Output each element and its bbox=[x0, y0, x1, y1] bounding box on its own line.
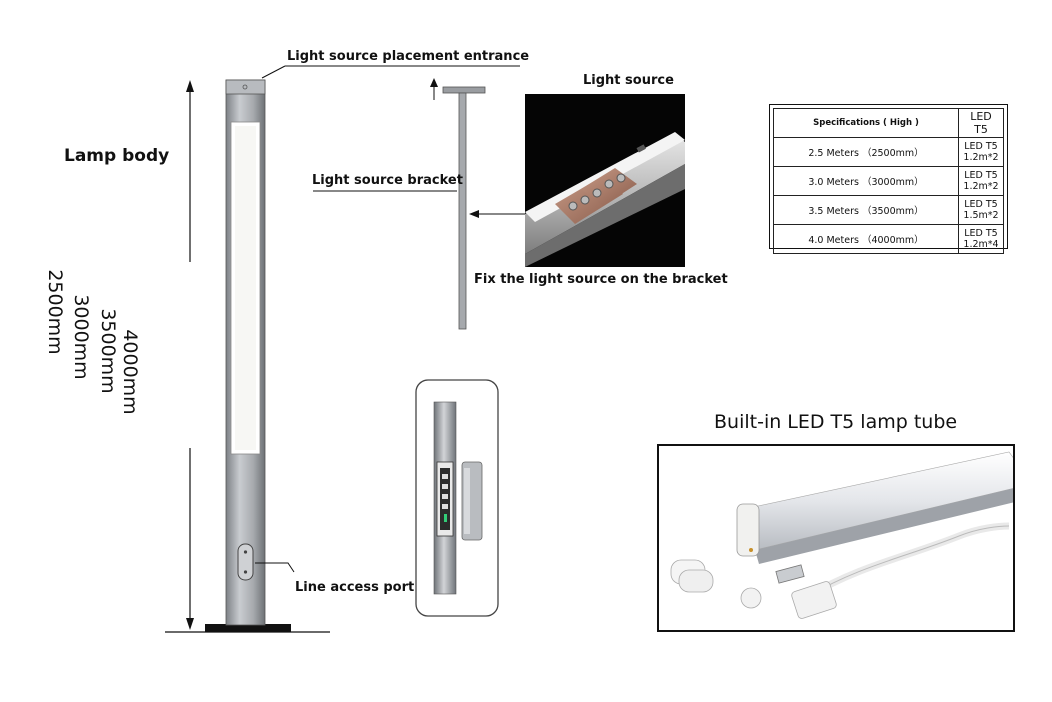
height-label: 3000mm bbox=[70, 294, 92, 380]
spec-cell-tube: LED T5 1.2m*2 bbox=[958, 137, 1004, 167]
spec-cell-tube: LED T5 1.2m*2 bbox=[958, 166, 1004, 196]
table-row: 2.5 Meters （2500mm） LED T5 1.2m*2 bbox=[773, 137, 1004, 167]
spec-cell-tube: LED T5 1.2m*4 bbox=[958, 224, 1004, 254]
table-row: 3.5 Meters （3500mm） LED T5 1.5m*2 bbox=[773, 195, 1004, 225]
light-source-bracket bbox=[442, 86, 486, 330]
height-label: 4000mm bbox=[119, 329, 141, 415]
height-label: 2500mm bbox=[44, 269, 66, 355]
spec-cell-height: 3.5 Meters （3500mm） bbox=[773, 195, 959, 225]
spec-cell-tube: LED T5 1.5m*2 bbox=[958, 195, 1004, 225]
lamp-pole bbox=[205, 79, 291, 632]
port-detail-frame bbox=[415, 379, 499, 617]
label-light-source: Light source bbox=[583, 73, 674, 88]
label-builtin-tube: Built-in LED T5 lamp tube bbox=[714, 411, 958, 433]
port-detail-image bbox=[433, 401, 483, 595]
table-row: 3.0 Meters （3000mm） LED T5 1.2m*2 bbox=[773, 166, 1004, 196]
t5-tube-photo bbox=[657, 444, 1015, 632]
light-source-photo bbox=[525, 94, 685, 267]
spec-header-height: Specifications ( High ) bbox=[773, 108, 959, 138]
height-dimension-arrow bbox=[186, 80, 194, 630]
height-label: 3500mm bbox=[97, 308, 119, 394]
spec-table-header: Specifications ( High ) LED T5 bbox=[773, 108, 1004, 138]
spec-table-frame: Specifications ( High ) LED T5 2.5 Meter… bbox=[769, 104, 1008, 254]
label-fix-bracket: Fix the light source on the bracket bbox=[474, 272, 728, 287]
spec-cell-height: 2.5 Meters （2500mm） bbox=[773, 137, 959, 167]
placement-entrance-leader bbox=[261, 65, 520, 100]
label-placement-entrance: Light source placement entrance bbox=[287, 49, 530, 64]
spec-header-tube: LED T5 bbox=[958, 108, 1004, 138]
spec-cell-height: 3.0 Meters （3000mm） bbox=[773, 166, 959, 196]
label-bracket: Light source bracket bbox=[312, 173, 463, 188]
spec-cell-height: 4.0 Meters （4000mm） bbox=[773, 224, 959, 254]
table-row: 4.0 Meters （4000mm） LED T5 1.2m*4 bbox=[773, 224, 1004, 254]
label-lamp-body: Lamp body bbox=[64, 146, 170, 166]
label-line-access: Line access port bbox=[295, 580, 415, 595]
spec-table: Specifications ( High ) LED T5 2.5 Meter… bbox=[773, 108, 1004, 254]
line-access-leader bbox=[255, 562, 295, 573]
